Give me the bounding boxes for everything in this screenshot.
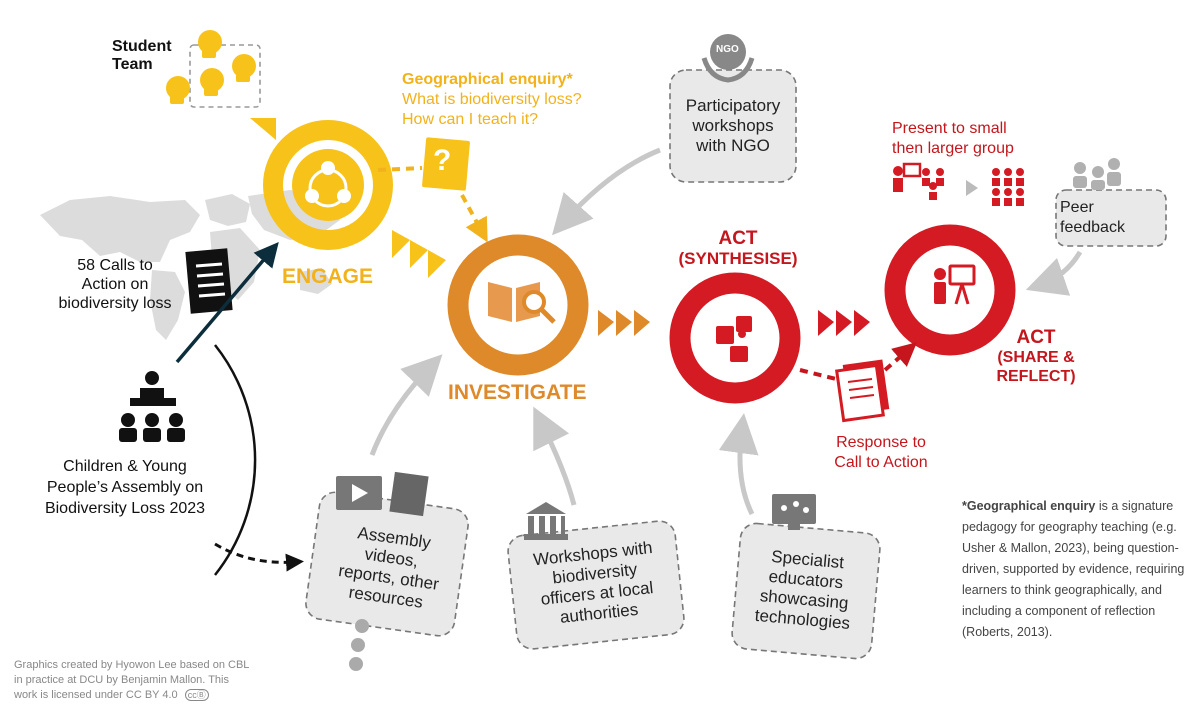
team-circle-icon — [305, 161, 351, 208]
student-team-box — [189, 44, 261, 108]
act-share-ring — [884, 224, 1016, 356]
engage-to-investigate-arrows — [392, 230, 446, 278]
synthesise-to-response-dash — [799, 368, 841, 382]
presenter-icon — [934, 264, 976, 305]
assembly-people-icon — [119, 371, 185, 442]
assembly-arc — [214, 344, 257, 576]
question-card — [422, 137, 470, 191]
engage-core — [292, 149, 364, 221]
engage-label: ENGAGE — [282, 265, 374, 288]
footnote-text: is a signature pedagogy for geography te… — [962, 499, 1185, 639]
credits: Graphics created by Hyowon Lee based on … — [14, 659, 250, 701]
act-share-label: ACT(SHARE &REFLECT) — [996, 327, 1076, 385]
book-magnifier-icon — [488, 282, 556, 324]
enquiry-text: Geographical enquiry* What is biodiversi… — [402, 70, 582, 130]
resources-card — [305, 491, 469, 637]
ngo-icon-label: NGO — [716, 44, 739, 55]
peer-feedback-card — [1055, 189, 1167, 247]
enquiry-question-1: What is biodiversity loss? — [402, 91, 582, 108]
ngo-globe-icon — [710, 34, 746, 70]
larger-group-icon — [992, 168, 1024, 206]
investigate-ring — [447, 234, 589, 376]
workshops-card — [507, 520, 685, 650]
presenter-group-icon — [893, 162, 944, 200]
document-stack-icon — [835, 359, 890, 423]
world-map-icon — [40, 190, 340, 340]
enquiry-question-2: How can I teach it? — [402, 111, 539, 128]
response-to-share-dash — [883, 342, 918, 372]
question-to-investigate-dash — [460, 194, 488, 243]
ellipsis-dots-icon — [349, 619, 369, 671]
ngo-card — [669, 69, 797, 183]
student-heads-icon — [166, 30, 256, 104]
engage-to-question-dash — [377, 166, 423, 172]
specialist-card — [731, 522, 881, 660]
assembly-to-engage-arrow — [175, 241, 279, 364]
document-lines-icon — [195, 262, 226, 298]
ngo-hands-icon — [701, 57, 755, 83]
ngo-arrow — [552, 147, 661, 236]
peer-group-icon — [1073, 158, 1121, 190]
act-synthesise-core — [699, 302, 771, 374]
act-synthesise-ring — [669, 272, 801, 404]
footnote: *Geographical enquiry is a signature ped… — [962, 496, 1192, 643]
specialist-arrow — [718, 413, 759, 516]
video-document-icon — [336, 471, 429, 517]
cc-license-icon: ccⒷ — [184, 689, 209, 701]
synthesise-to-share-arrows — [818, 310, 870, 336]
feedback-arrow — [1025, 250, 1083, 296]
investigate-label: INVESTIGATE — [448, 381, 587, 404]
government-building-icon — [524, 502, 568, 540]
tech-screen-icon — [772, 494, 816, 530]
investigate-to-act-arrows — [598, 310, 650, 336]
puzzle-icon — [716, 316, 752, 362]
engage-ring — [263, 120, 393, 250]
present-arrow — [966, 180, 978, 196]
assembly-to-resources-dash — [214, 542, 304, 572]
act-synthesise-label: ACT(SYNTHESISE) — [678, 228, 798, 269]
act-share-core — [914, 254, 986, 326]
enquiry-title: Geographical enquiry* — [402, 71, 573, 88]
resources-arrow — [369, 354, 443, 456]
footnote-term: *Geographical enquiry — [962, 499, 1096, 513]
question-mark-icon: ? — [433, 144, 452, 177]
workshops-arrow — [533, 406, 577, 506]
team-pointer — [250, 118, 276, 140]
